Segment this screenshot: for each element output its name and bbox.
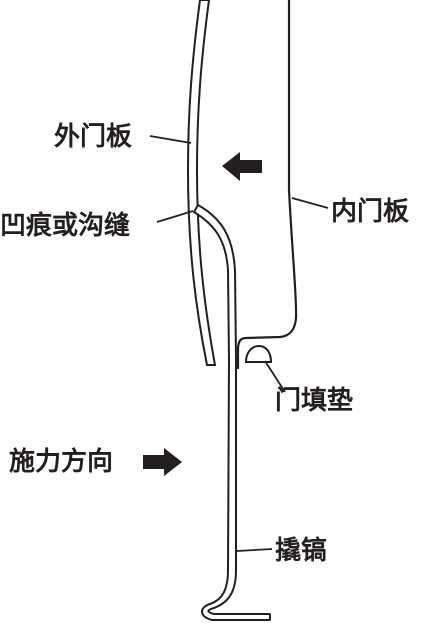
door-pad-leader (264, 360, 286, 393)
dent-label: 凹痕或沟缝 (0, 211, 131, 241)
force-direction-label: 施力方向 (9, 447, 114, 477)
pry-bar-label: 撬镐 (275, 536, 328, 566)
dent-leader (156, 210, 194, 223)
inner-door-panel (236, 0, 298, 370)
arrow-left-icon (222, 152, 262, 181)
door-pad (244, 344, 273, 363)
outer-panel-label: 外门板 (54, 122, 133, 152)
outer-panel-leader (149, 135, 192, 144)
pry-bar (193, 204, 271, 621)
inner-panel-label: 内门板 (331, 197, 410, 227)
pry-bar-leader (236, 548, 273, 552)
outer-door-panel (186, 0, 217, 366)
arrow-right-icon (143, 448, 182, 476)
inner-panel-leader (291, 197, 329, 209)
door-pad-label: 门填垫 (275, 386, 354, 416)
